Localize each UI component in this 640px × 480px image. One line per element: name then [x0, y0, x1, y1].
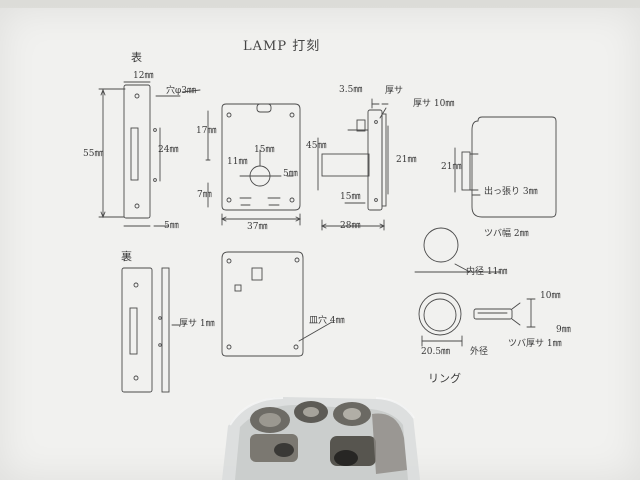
side-view-dims — [317, 98, 389, 231]
flange-width: ツバ幅 2㎜ — [484, 229, 529, 239]
dim-11: 11㎜ — [227, 157, 248, 167]
dim-thickness-1: 厚サ 1㎜ — [179, 319, 215, 329]
dim-5: 5㎜ — [164, 221, 179, 231]
dim-15b: 15㎜ — [340, 192, 361, 202]
dim-37: 37㎜ — [247, 222, 268, 232]
dim-bump: 出っ張り 3㎜ — [484, 187, 538, 197]
ring-parts — [414, 227, 536, 347]
dim-7: 7㎜ — [197, 190, 212, 200]
right-block-view — [461, 116, 557, 218]
outer-diameter-value: 20.5㎜ — [421, 347, 451, 357]
case-plate — [221, 103, 301, 211]
side-view — [321, 107, 387, 211]
dim-15a: 15㎜ — [254, 145, 275, 155]
dim-10: 10㎜ — [540, 291, 561, 301]
dim-countersink-4: 皿穴 4㎜ — [309, 316, 345, 326]
dim-21b: 21㎜ — [441, 162, 462, 172]
dim-45: 45㎜ — [306, 141, 327, 151]
sheet-title: LAMP 打刻 — [243, 39, 321, 54]
dim-thickness-10: 厚サ 10㎜ — [413, 99, 455, 109]
front-plate-dims — [98, 81, 201, 227]
dim-21: 21㎜ — [396, 155, 417, 165]
dim-9: 9㎜ — [556, 325, 571, 335]
dim-17: 17㎜ — [196, 126, 217, 136]
case-plate-dims — [205, 110, 302, 226]
dim-hole-3: 穴φ3㎜ — [166, 86, 197, 96]
right-block-dims — [454, 147, 481, 196]
back-plate — [121, 267, 181, 393]
case-plate-back — [221, 251, 333, 357]
front-plate — [123, 84, 157, 219]
dim-thickness: 厚サ — [385, 86, 404, 96]
flange-thickness: ツバ厚サ 1㎜ — [508, 339, 562, 349]
dim-24: 24㎜ — [158, 145, 179, 155]
label-front: 表 — [131, 51, 142, 64]
outer-diameter-label: 外径 — [470, 347, 489, 357]
inner-diameter: 内径 11㎜ — [466, 267, 508, 277]
label-back: 裏 — [121, 250, 132, 263]
dim-28: 28㎜ — [340, 221, 361, 231]
ring-label: リング — [428, 372, 461, 385]
dim-55: 55㎜ — [83, 149, 104, 159]
dim-12: 12㎜ — [133, 71, 154, 81]
dim-5b: 5㎜ — [283, 169, 298, 179]
dim-3-5: 3.5㎜ — [339, 85, 363, 95]
